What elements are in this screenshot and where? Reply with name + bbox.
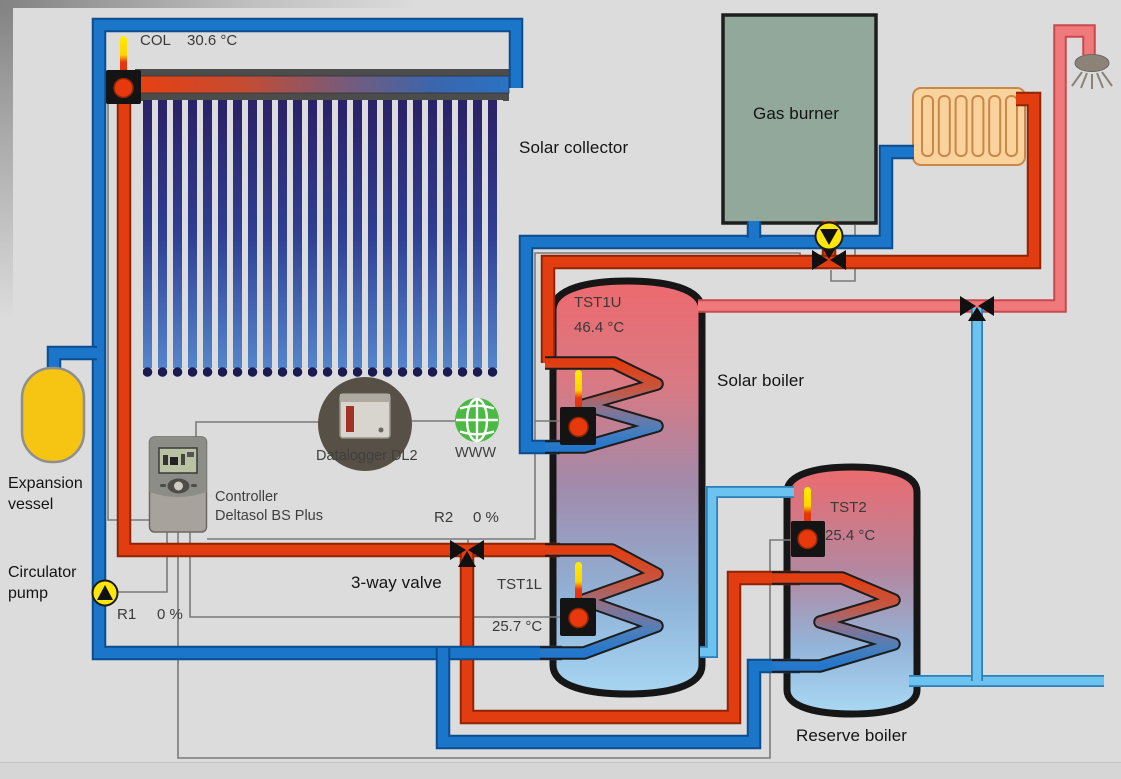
col-sensor-label: COL [140,32,171,49]
controller-label-line1: Controller [215,489,278,505]
bottom-edge-strip [0,762,1121,779]
expansion-vessel-label-line2: vessel [8,496,54,513]
col-temp-value: 30.6 °C [187,32,238,49]
three-way-valve-label: 3-way valve [351,573,442,592]
datalogger-device [318,377,412,471]
www-label: WWW [455,445,497,461]
top-edge-shade [0,0,420,8]
circulator-pump-label-line2: pump [8,585,49,602]
collector-header-pipe [134,75,510,94]
www-globe-icon [455,397,499,443]
r1-percent-value: 0 % [157,606,183,623]
tst2-sensor-label: TST2 [830,499,867,516]
radiator [912,87,1026,166]
expansion-vessel-label-line1: Expansion [8,475,83,492]
left-edge-shade [0,0,13,320]
solar-collector-label: Solar collector [519,138,629,157]
shower-icon [1071,54,1113,89]
tst1l-thermometer-icon [560,562,596,636]
controller-label-line2: Deltasol BS Plus [215,508,323,524]
gas-burner-box [721,13,878,225]
tst2-temp-value: 25.4 °C [825,527,876,544]
tst1l-temp-value: 25.7 °C [492,618,543,635]
col-thermometer-icon [106,36,141,104]
solar-boiler-upper-coil [545,356,664,454]
circulator-pump-r1-icon [91,579,119,607]
controller-device [148,436,208,533]
solar-boiler-label: Solar boiler [717,371,805,390]
three-way-valve-r2-icon [450,540,484,567]
reserve-boiler-coil [772,571,901,673]
collector-tubes [143,100,503,378]
r1-relay-label: R1 [117,606,137,623]
r2-percent-value: 0 % [473,509,499,526]
expansion-vessel-body [20,366,86,464]
solar-collector [134,69,510,378]
r2-relay-label: R2 [434,509,454,526]
tst1l-sensor-label: TST1L [497,576,543,593]
burner-pump-icon [814,221,844,251]
datalogger-label: Datalogger DL2 [316,448,418,464]
mixing-valve-icon [960,296,994,321]
tst1u-thermometer-icon [560,370,596,445]
tst1u-temp-value: 46.4 °C [574,319,625,336]
circulator-pump-label-line1: Circulator [8,564,77,581]
reserve-boiler-label: Reserve boiler [796,726,908,745]
tst2-thermometer-icon [791,487,825,557]
gas-burner-label: Gas burner [753,104,840,123]
tst1u-sensor-label: TST1U [574,294,622,311]
